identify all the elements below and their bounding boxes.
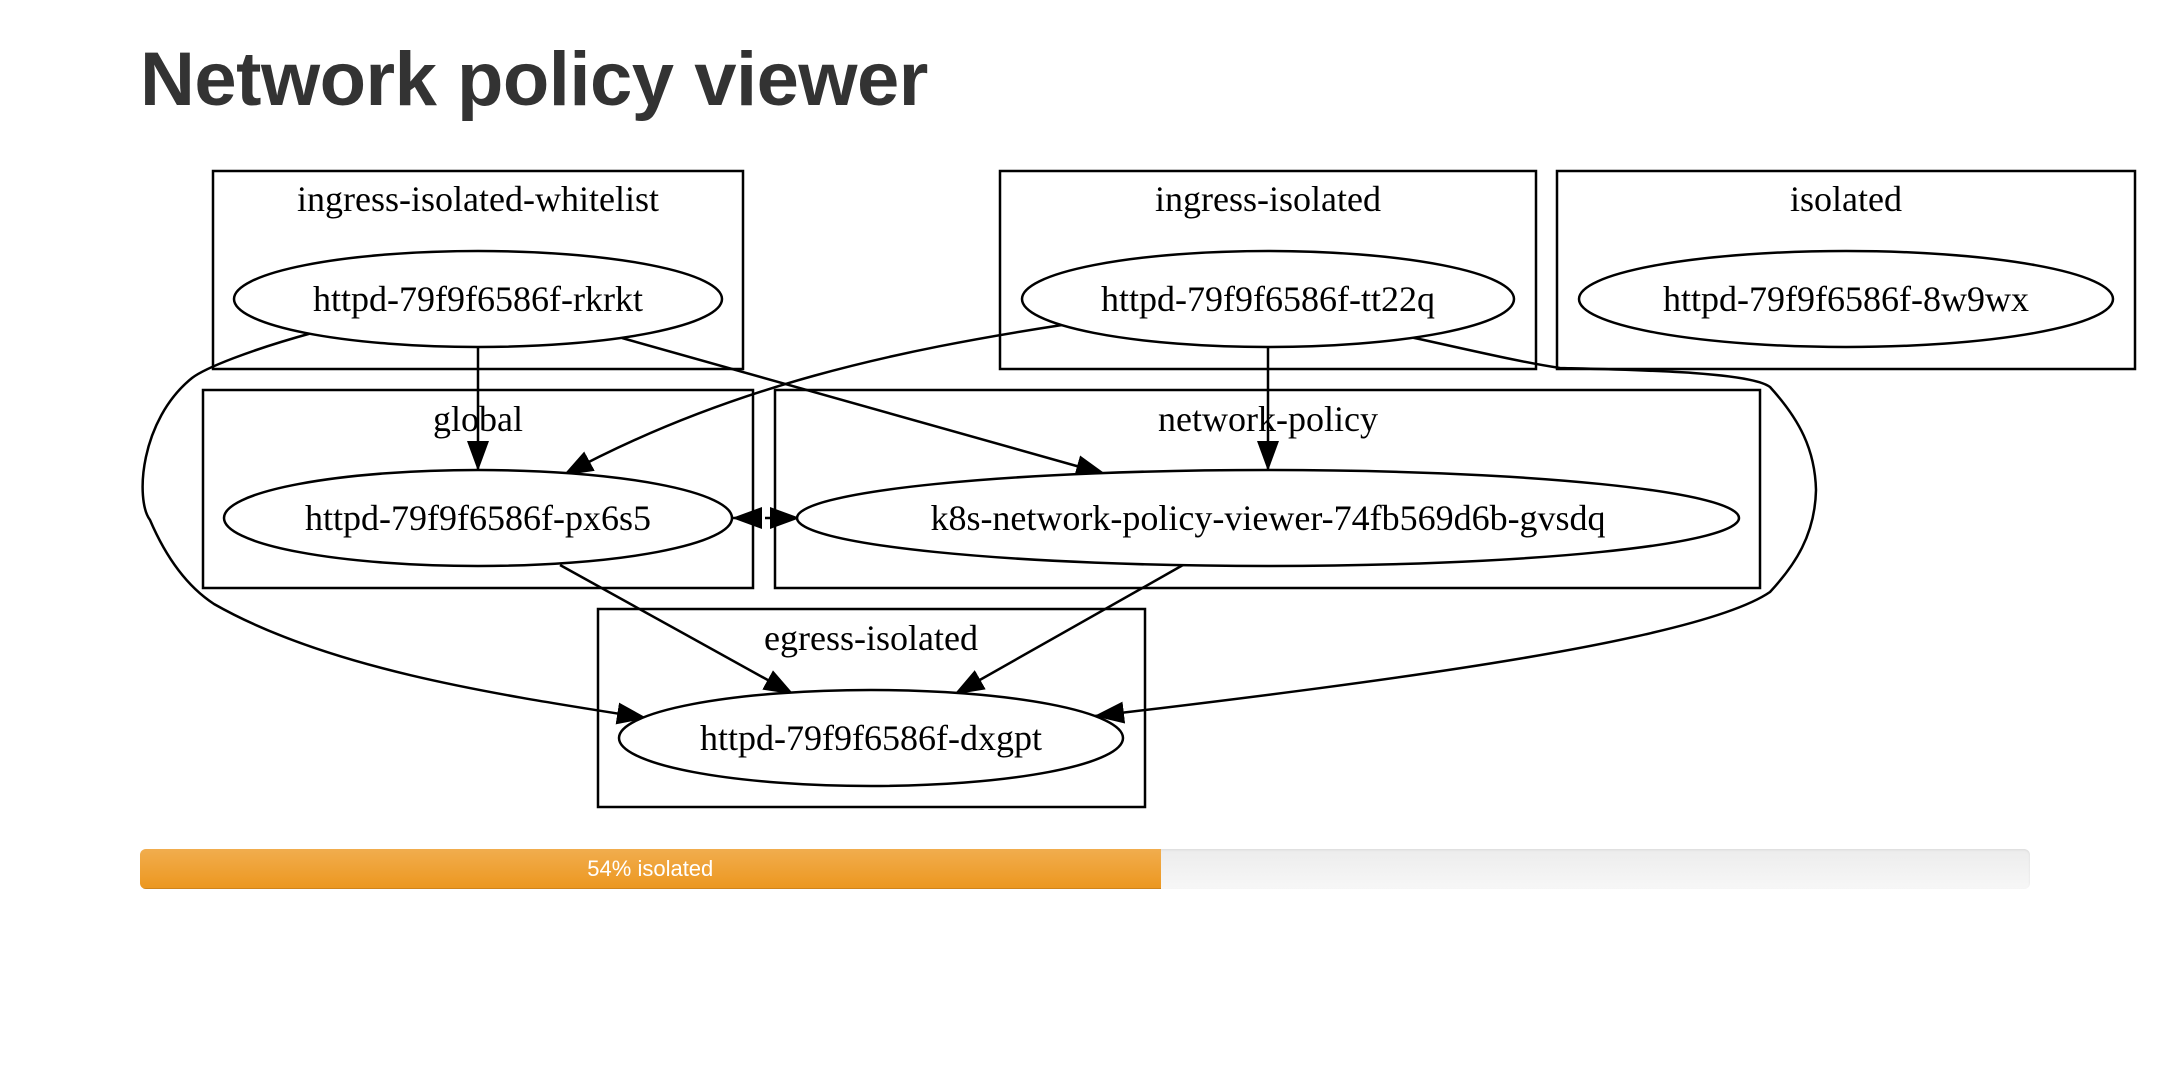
cluster-label: ingress-isolated-whitelist xyxy=(297,179,659,219)
edge-tt22q-dxgpt xyxy=(1094,335,1818,724)
edge-tt22q-px6s5 xyxy=(563,323,1063,477)
edge-rkrkt-gvsdq xyxy=(621,336,1106,477)
node-dxgpt[interactable]: httpd-79f9f6586f-dxgpt xyxy=(617,688,1125,788)
node-px6s5[interactable]: httpd-79f9f6586f-px6s5 xyxy=(222,468,734,568)
node-gvsdq[interactable]: k8s-network-policy-viewer-74fb569d6b-gvs… xyxy=(795,468,1741,568)
node-label: httpd-79f9f6586f-tt22q xyxy=(1101,279,1435,319)
isolation-progress: 54% isolated xyxy=(140,849,2030,889)
node-rkrkt[interactable]: httpd-79f9f6586f-rkrkt xyxy=(232,249,724,349)
cluster-egress-isolated: egress-isolated xyxy=(596,607,1147,809)
page-title: Network policy viewer xyxy=(140,37,928,122)
isolation-progress-fill: 54% isolated xyxy=(140,849,1161,889)
node-label: httpd-79f9f6586f-dxgpt xyxy=(700,718,1042,758)
network-policy-graph: ingress-isolated-whitelist ingress-isola… xyxy=(141,169,2137,809)
node-label: httpd-79f9f6586f-px6s5 xyxy=(305,498,651,538)
node-label: k8s-network-policy-viewer-74fb569d6b-gvs… xyxy=(930,498,1605,538)
cluster-label: isolated xyxy=(1790,179,1902,219)
node-tt22q[interactable]: httpd-79f9f6586f-tt22q xyxy=(1020,249,1516,349)
edge-rkrkt-dxgpt xyxy=(141,331,647,725)
isolation-progress-label: 54% isolated xyxy=(587,856,714,881)
node-8w9wx[interactable]: httpd-79f9f6586f-8w9wx xyxy=(1577,249,2115,349)
node-label: httpd-79f9f6586f-8w9wx xyxy=(1663,279,2029,319)
cluster-ingress-isolated-whitelist: ingress-isolated-whitelist xyxy=(211,169,745,371)
node-label: httpd-79f9f6586f-rkrkt xyxy=(313,279,643,319)
cluster-label: ingress-isolated xyxy=(1155,179,1381,219)
edge-px6s5-dxgpt xyxy=(559,563,794,696)
cluster-isolated: isolated xyxy=(1555,169,2137,371)
edge-gvsdq-dxgpt xyxy=(954,563,1184,696)
edges xyxy=(141,323,1818,725)
cluster-label: egress-isolated xyxy=(764,618,978,658)
